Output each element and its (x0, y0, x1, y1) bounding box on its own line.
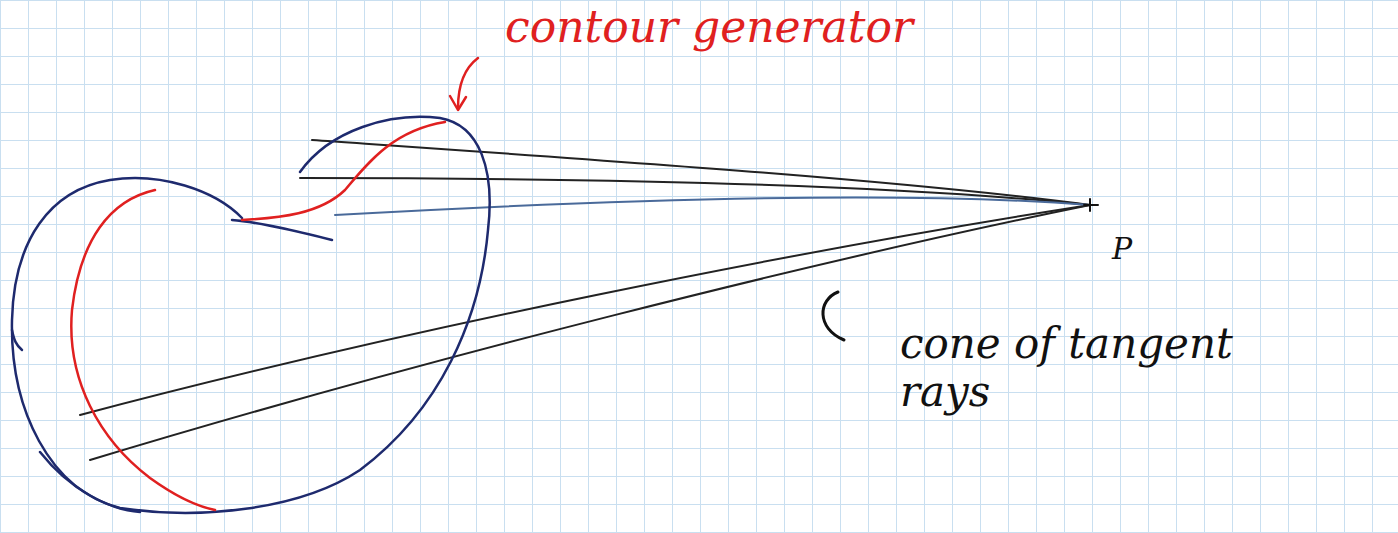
leader-line (458, 58, 478, 108)
arrowhead (450, 96, 466, 110)
point-label: P (1112, 232, 1132, 267)
object-outline (40, 452, 140, 512)
bracket (823, 292, 844, 340)
point-mark (1084, 199, 1098, 211)
contour-generator-curve (242, 122, 445, 220)
tangent-ray (300, 178, 1090, 205)
object-outline (12, 330, 22, 350)
contour-generator-label: contour generator (505, 2, 913, 53)
tangent-ray (335, 198, 1090, 215)
cone-label: cone of tangent rays (900, 320, 1260, 417)
object-outline (232, 220, 332, 240)
object-outline (12, 117, 490, 513)
contour-generator-curve (71, 190, 215, 510)
